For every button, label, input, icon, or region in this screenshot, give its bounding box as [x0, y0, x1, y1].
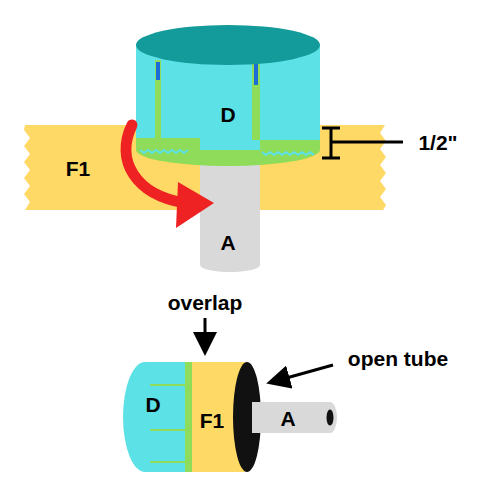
cylinder-top — [136, 25, 320, 65]
part-label: D — [145, 394, 160, 415]
callout-label: overlap — [168, 292, 243, 313]
tape-edge — [136, 138, 320, 166]
cylinder-side — [123, 362, 192, 472]
tube-end — [323, 402, 337, 433]
leader-arrow — [272, 365, 333, 382]
part-label: A — [280, 408, 295, 429]
tube — [200, 160, 260, 272]
part-label: F1 — [200, 410, 225, 431]
rotation-arrowhead — [176, 182, 214, 228]
dimension-bracket — [322, 128, 403, 158]
leader-arrow — [204, 318, 207, 350]
part-label: A — [220, 232, 235, 253]
part-label: F1 — [66, 158, 91, 179]
callout-label: open tube — [348, 348, 448, 369]
tube-hole — [327, 410, 334, 426]
part-label: D — [220, 104, 235, 125]
blue-line — [158, 62, 256, 85]
rotation-arrow — [126, 125, 185, 203]
dimension-label: 1/2" — [418, 132, 457, 153]
tube — [252, 402, 330, 433]
zigzag — [140, 150, 314, 155]
